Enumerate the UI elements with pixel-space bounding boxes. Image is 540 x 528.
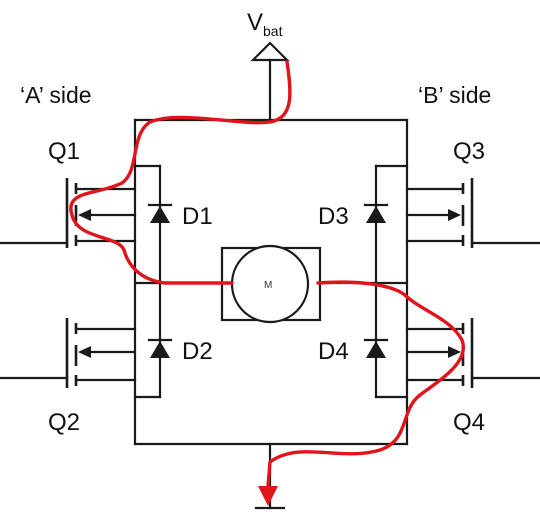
vbat-label: Vbat (247, 9, 283, 39)
q1-label: Q1 (48, 138, 80, 165)
diode-d2-symbol (147, 338, 173, 358)
q3-label: Q3 (453, 138, 485, 165)
transistor-q1-symbol (0, 178, 137, 248)
d3-label: D3 (318, 203, 349, 230)
side-b-label: ‘B’ side (418, 82, 491, 108)
side-a-label: ‘A’ side (20, 82, 92, 108)
diode-d4-symbol (363, 338, 389, 358)
current-path (69, 60, 465, 506)
q4-label: Q4 (453, 409, 485, 436)
motor-label: M (264, 280, 272, 291)
d1-label: D1 (182, 203, 213, 230)
diode-d1-symbol (147, 203, 173, 223)
transistor-q2-symbol (0, 318, 137, 388)
q2-label: Q2 (48, 409, 80, 436)
d2-label: D2 (182, 338, 213, 365)
transistor-q3-symbol (405, 178, 540, 248)
transistor-q4-symbol (405, 318, 540, 388)
motor-symbol (220, 244, 322, 324)
vbat-terminal (250, 41, 290, 122)
d4-label: D4 (318, 338, 349, 365)
diode-d3-symbol (363, 203, 389, 223)
